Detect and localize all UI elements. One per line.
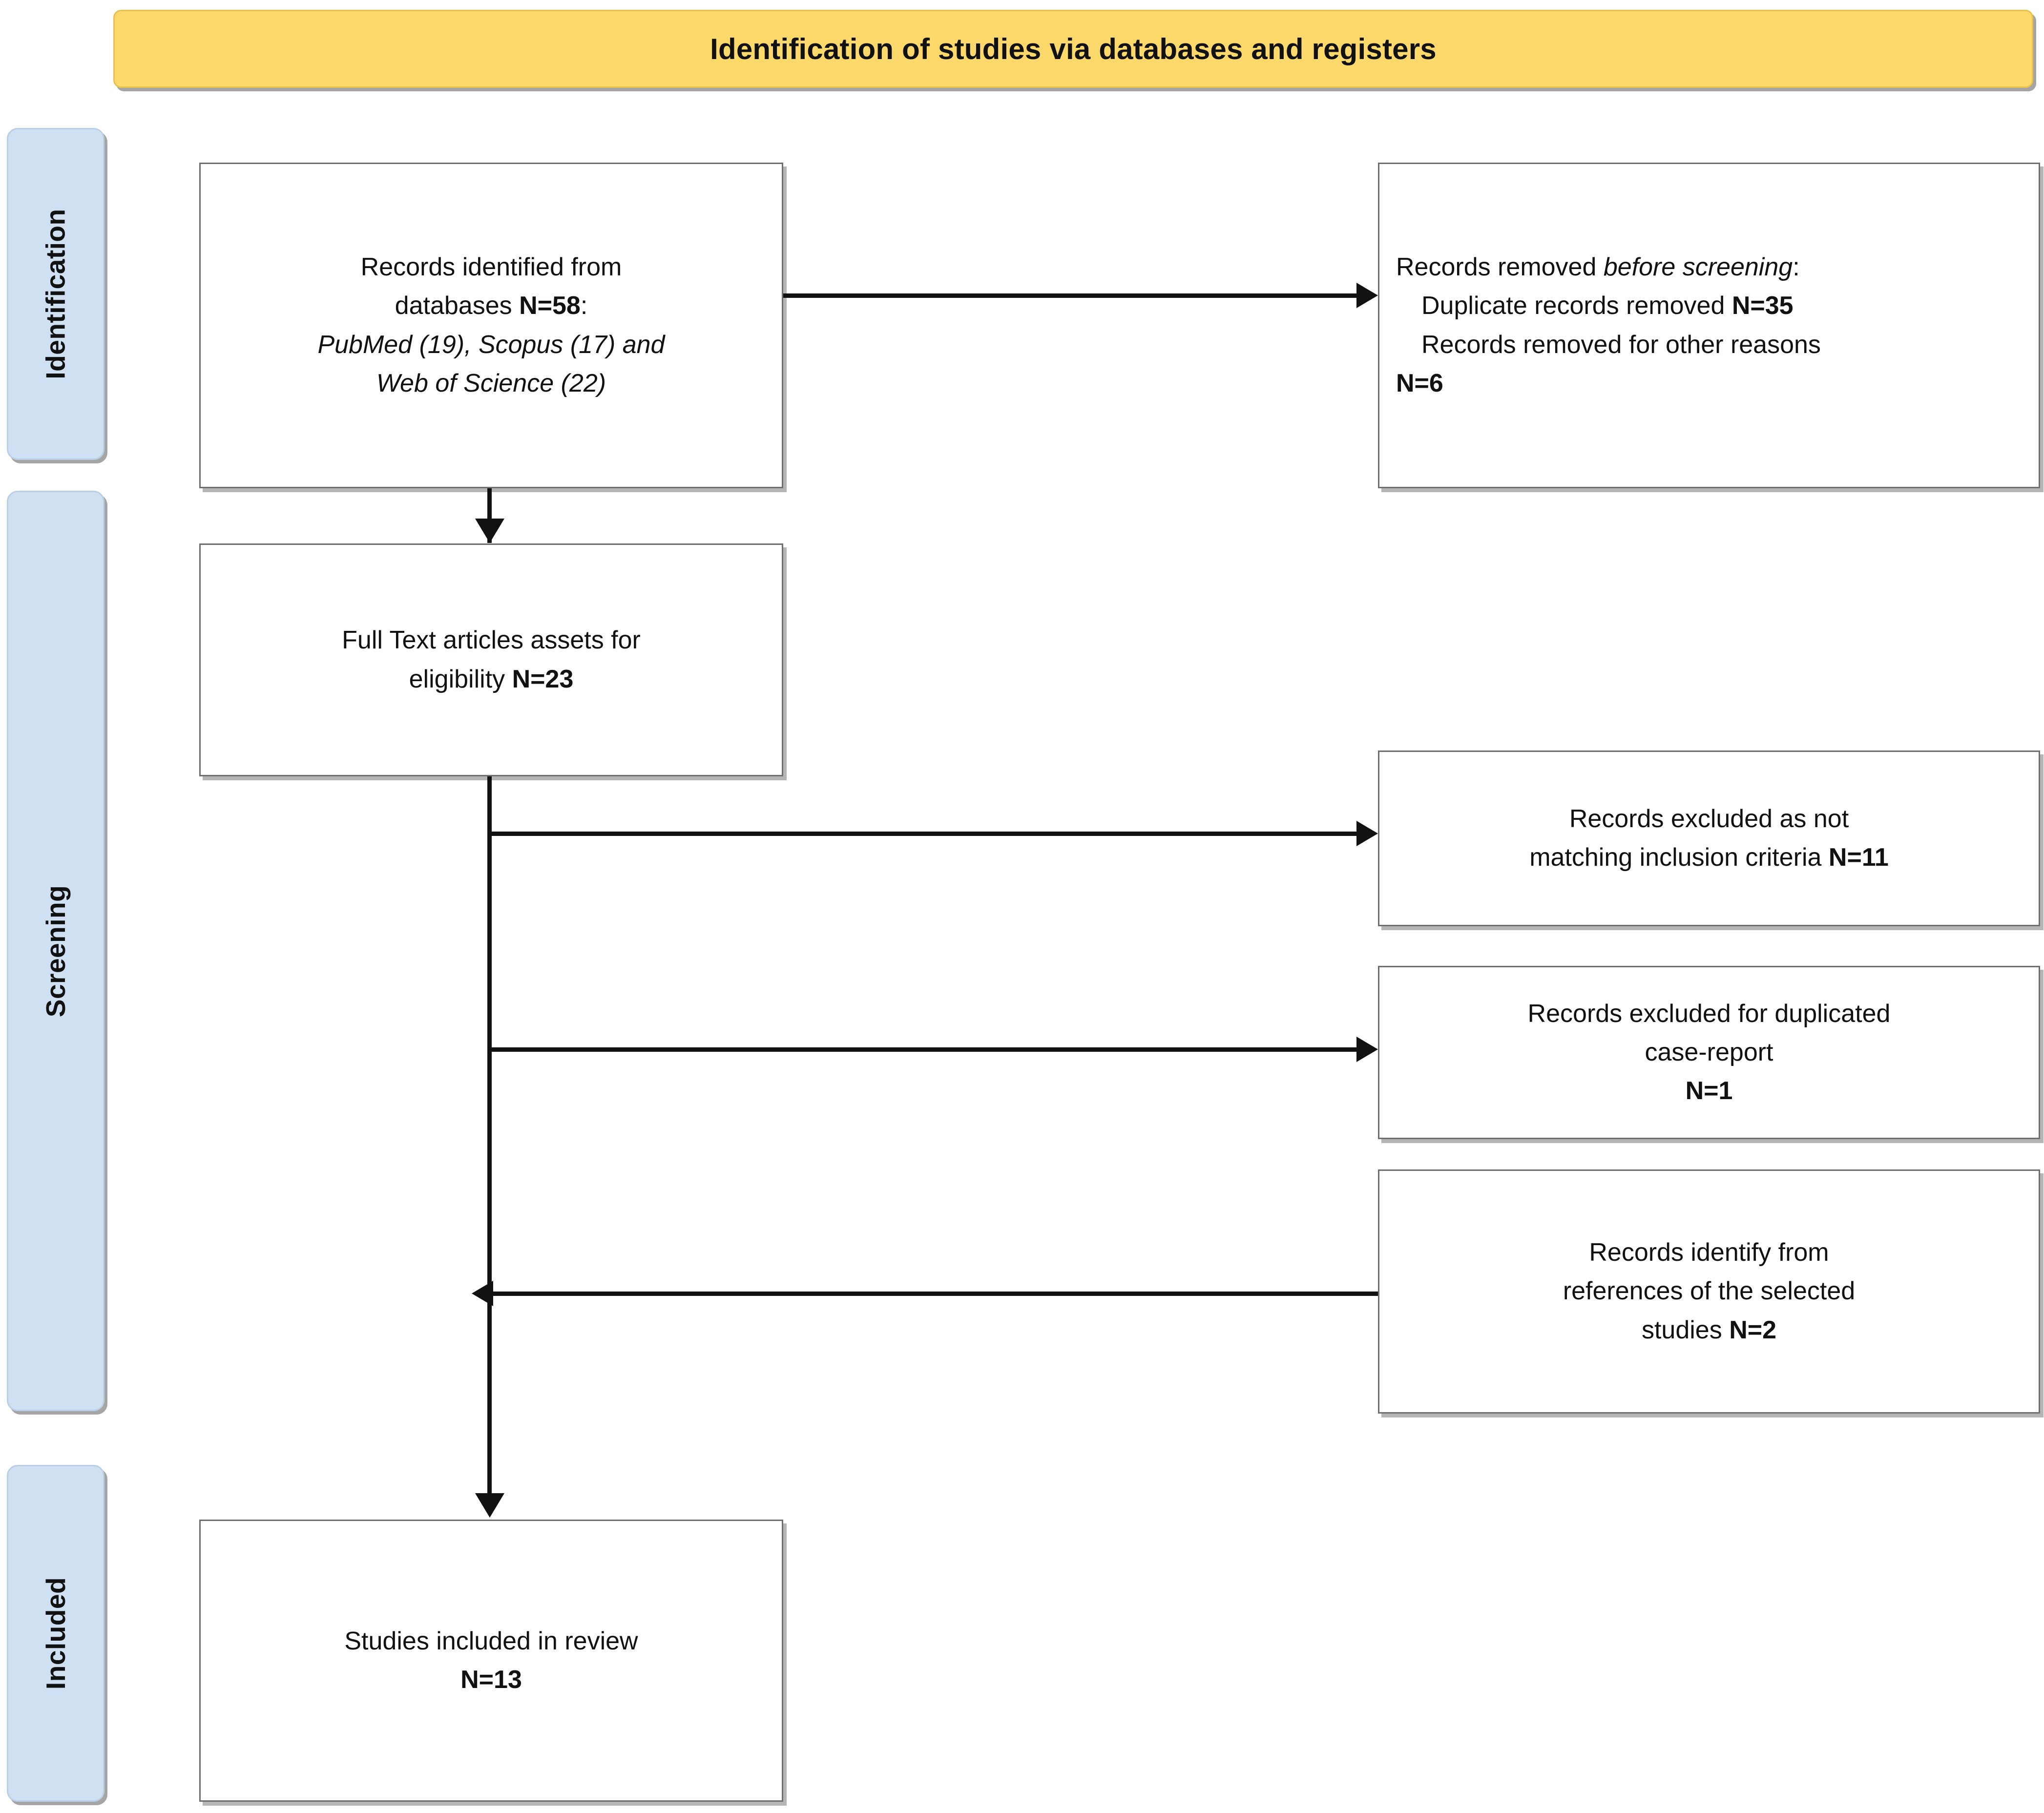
studies-included-count: N=13 <box>460 1666 522 1694</box>
references-line-3: studies N=2 <box>1642 1311 1776 1350</box>
connector-identified-to-removed <box>783 293 1356 298</box>
box-records-excluded-duplicate: Records excluded for duplicated case-rep… <box>1378 966 2040 1139</box>
connector-identified-to-fulltext <box>487 488 492 543</box>
connector-screening-trunk <box>487 776 492 1499</box>
references-line-1: Records identify from <box>1589 1238 1829 1267</box>
stage-label-included-text: Included <box>41 1577 71 1690</box>
stage-label-identification-text: Identification <box>41 208 71 379</box>
records-removed-heading: Records removed before screening: <box>1396 248 2022 287</box>
excluded-criteria-count: N=11 <box>1828 843 1889 872</box>
diagram-header-title: Identification of studies via databases … <box>710 32 1437 65</box>
records-identified-databases-label: databases <box>395 292 520 320</box>
full-text-line-2: eligibility N=23 <box>409 660 574 699</box>
connector-identified-to-fulltext-arrowhead <box>475 519 504 543</box>
excluded-duplicate-line-2: case-report <box>1645 1038 1773 1066</box>
excluded-criteria-label: matching inclusion criteria <box>1529 843 1829 872</box>
connector-trunk-to-included-arrowhead <box>475 1493 504 1518</box>
records-identified-line-2: databases N=58: <box>395 287 588 325</box>
excluded-duplicate-line-1: Records excluded for duplicated <box>1527 999 1891 1028</box>
records-removed-duplicates-label: Duplicate records removed <box>1421 292 1732 320</box>
records-identified-line-1: Records identified from <box>360 253 622 282</box>
records-removed-heading-colon: : <box>1793 253 1800 282</box>
records-removed-other-count: N=6 <box>1396 369 1443 397</box>
stage-label-included: Included <box>7 1465 104 1802</box>
records-removed-other-label: Records removed for other reasons <box>1421 330 1821 359</box>
stage-label-identification: Identification <box>7 128 104 460</box>
full-text-eligibility-count: N=23 <box>512 665 574 693</box>
box-records-identified: Records identified from databases N=58: … <box>199 163 783 488</box>
records-identified-sources-1: PubMed (19), Scopus (17) and <box>317 330 665 359</box>
connector-trunk-to-excluded-duplicate <box>487 1047 1356 1052</box>
connector-trunk-to-excluded-criteria-arrowhead <box>1356 821 1378 846</box>
records-removed-heading-prefix: Records removed <box>1396 253 1604 282</box>
excluded-criteria-line-1: Records excluded as not <box>1569 804 1849 833</box>
box-records-removed-before-screening: Records removed before screening: Duplic… <box>1378 163 2040 488</box>
box-studies-included: Studies included in review N=13 <box>199 1520 783 1802</box>
references-studies-label: studies <box>1641 1315 1730 1344</box>
box-records-excluded-criteria: Records excluded as not matching inclusi… <box>1378 750 2040 926</box>
records-identified-sources-2: Web of Science (22) <box>376 369 606 397</box>
records-removed-heading-emphasis: before screening <box>1603 253 1793 282</box>
stage-label-screening: Screening <box>7 491 104 1411</box>
references-studies-count: N=2 <box>1729 1315 1777 1344</box>
connector-references-to-trunk-arrowhead <box>472 1281 493 1306</box>
records-identified-count: N=58 <box>519 292 581 320</box>
connector-trunk-to-excluded-duplicate-arrowhead <box>1356 1037 1378 1062</box>
excluded-criteria-line-2: matching inclusion criteria N=11 <box>1529 838 1889 877</box>
box-records-identified-references: Records identify from references of the … <box>1378 1169 2040 1414</box>
connector-identified-to-removed-arrowhead <box>1356 283 1378 308</box>
references-line-2: references of the selected <box>1563 1277 1856 1306</box>
full-text-eligibility-label: eligibility <box>409 665 512 693</box>
excluded-duplicate-count: N=1 <box>1685 1077 1733 1105</box>
diagram-header-banner: Identification of studies via databases … <box>113 10 2033 88</box>
stage-label-screening-text: Screening <box>41 885 71 1017</box>
records-removed-duplicates-count: N=35 <box>1731 292 1794 320</box>
records-identified-colon: : <box>580 292 588 320</box>
connector-trunk-to-excluded-criteria <box>487 832 1356 836</box>
records-removed-duplicates: Duplicate records removed N=35 <box>1396 287 2022 325</box>
studies-included-line-1: Studies included in review <box>344 1626 638 1655</box>
connector-references-to-trunk <box>493 1292 1378 1296</box>
full-text-line-1: Full Text articles assets for <box>342 626 641 655</box>
box-full-text-eligibility: Full Text articles assets for eligibilit… <box>199 543 783 776</box>
